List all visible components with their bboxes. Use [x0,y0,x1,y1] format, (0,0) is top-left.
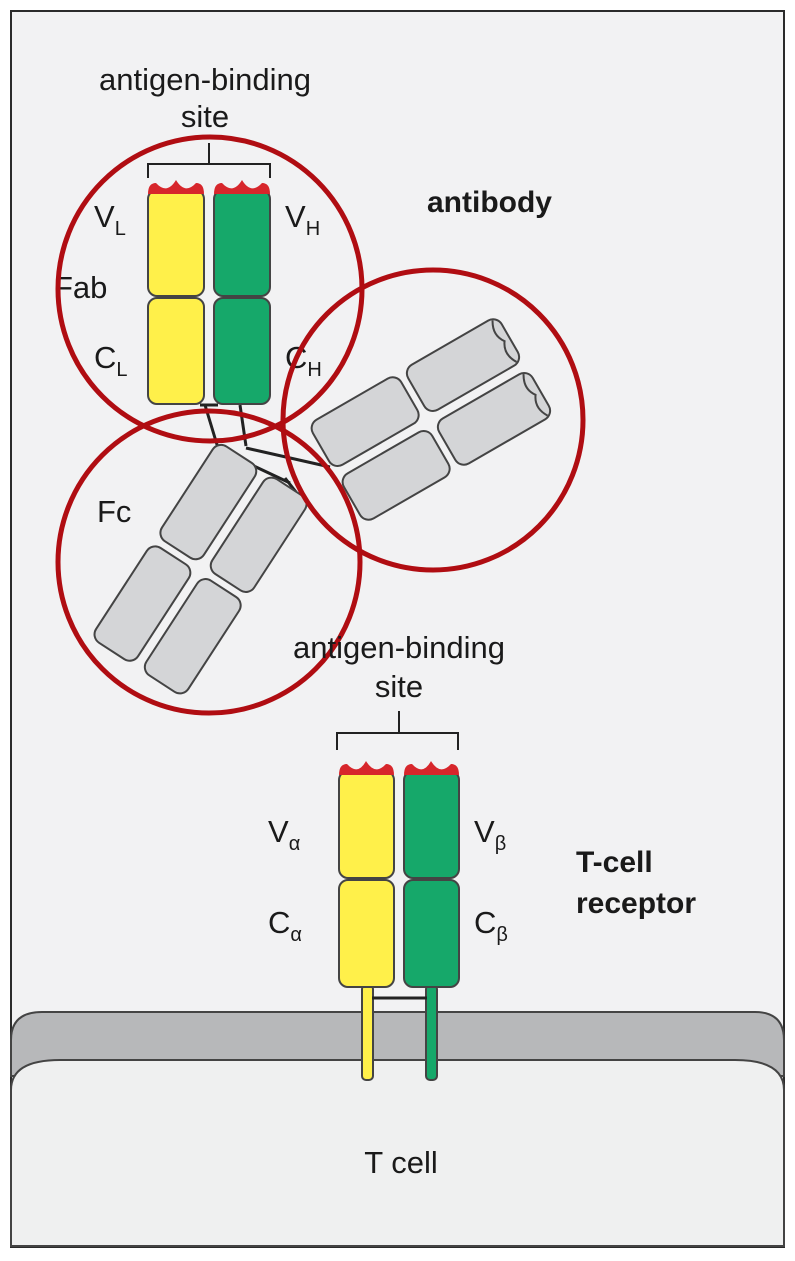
fc-domain-1 [159,443,258,561]
fab-right-domain-2 [405,318,521,413]
cl-label: CL [94,340,128,381]
fc-domain-2 [209,476,308,593]
t-cell-label: T cell [364,1145,438,1180]
vh-domain [213,189,271,297]
ch-domain [213,297,271,405]
antibody-binding-site-vh [214,180,270,194]
tcr-binding-site-label-line2: site [375,669,423,704]
antibody-binding-site-label-line2: site [181,99,229,134]
vl-label: VL [94,199,126,240]
fab-arm-highlight-circle [280,267,586,573]
fc-region [93,443,308,695]
vh-label: VH [285,199,320,240]
fab-right-domain-3 [341,429,451,521]
fab-arm-right [310,318,552,521]
fab-right-binding-notch-2 [522,374,549,417]
c-beta-label: Cβ [474,905,508,946]
v-beta-label: Vβ [474,814,506,855]
antibody-binding-site-bracket [147,143,271,178]
fc-label: Fc [97,494,131,529]
c-beta-domain [403,879,460,988]
tcr-title-line1: T-cell [576,846,653,879]
t-cell-receptor: antigen-binding site Vα Vβ Cα Cβ T-cell … [268,630,696,1081]
c-alpha-domain [338,879,395,988]
fab-right-domain-4 [436,371,552,466]
antibody: antigen-binding site antibody VL VH Fab … [54,62,586,716]
vl-domain [147,189,205,297]
v-beta-domain [403,770,460,879]
tcr-binding-site-label-line1: antigen-binding [293,630,505,665]
tcr-binding-site-beta [404,761,459,775]
beta-chain-tail [425,984,438,1081]
fab-label: Fab [54,270,107,305]
v-alpha-label: Vα [268,814,300,855]
tcr-title-line2: receptor [576,887,696,920]
antibody-binding-site-label-line1: antigen-binding [99,62,311,97]
antibody-binding-site-vl [148,180,204,194]
fab-right-binding-notch [491,320,518,363]
fc-domain-4 [143,578,242,695]
tcr-binding-site-bracket [336,711,459,750]
c-alpha-label: Cα [268,905,302,946]
cl-domain [147,297,205,405]
fc-domain-3 [93,545,192,662]
antibody-title: antibody [427,186,552,219]
v-alpha-domain [338,770,395,879]
tcr-binding-site-alpha [339,761,394,775]
cell-body [10,1059,785,1247]
fab-right-domain-1 [310,376,420,468]
alpha-chain-tail [361,984,374,1081]
fc-highlight-circle [55,408,363,716]
